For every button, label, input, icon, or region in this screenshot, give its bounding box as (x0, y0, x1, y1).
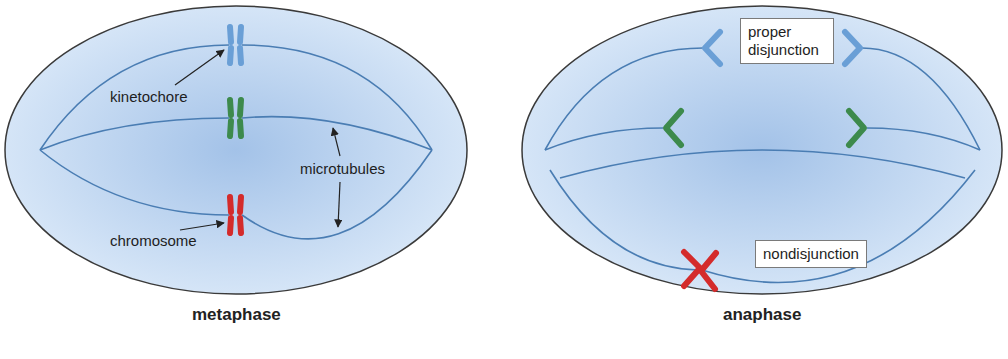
cell-outline (5, 6, 467, 294)
part-label: chromosome (110, 232, 197, 250)
phase-caption: anaphase (723, 306, 801, 324)
box-text: proper disjunction (748, 23, 826, 59)
chromatid-figures (666, 32, 864, 289)
part-label: microtubules (300, 160, 385, 178)
part-label: kinetochore (110, 88, 188, 106)
label-box: proper disjunction (740, 18, 834, 64)
microtubule-lines (545, 48, 980, 283)
leader-arrows (175, 50, 340, 230)
microtubule-lines (40, 45, 432, 239)
label-box: nondisjunction (755, 240, 867, 268)
chromosome-figures (230, 27, 241, 233)
box-text: nondisjunction (763, 245, 859, 263)
phase-caption: metaphase (192, 306, 281, 324)
cell-outline (522, 6, 1002, 294)
